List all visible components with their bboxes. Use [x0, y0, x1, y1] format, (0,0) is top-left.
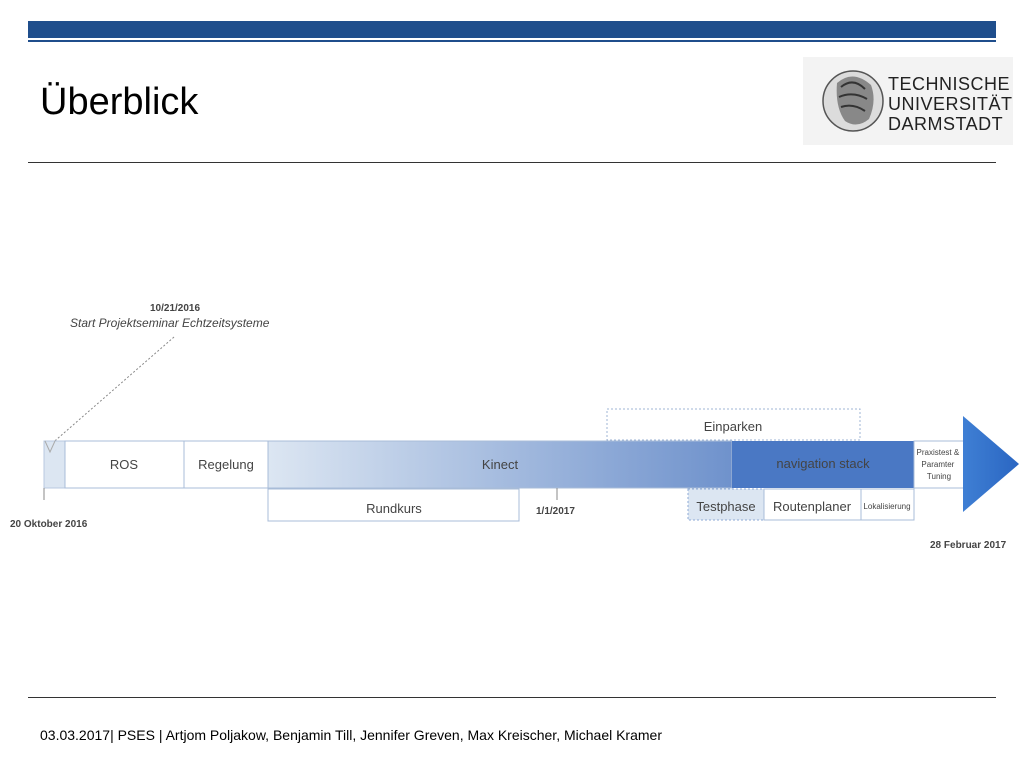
header-divider — [28, 162, 996, 163]
athena-head-icon — [822, 70, 884, 132]
university-logo-text: TECHNISCHE UNIVERSITÄT DARMSTADT — [888, 74, 1013, 134]
praxistest-line-1: Praxistest & — [917, 448, 960, 457]
phase-lokalisierung-label: Lokalisierung — [863, 502, 910, 511]
phase-praxistest — [913, 440, 965, 489]
university-logo — [803, 57, 1013, 145]
end-date-label: 28 Februar 2017 — [930, 540, 1007, 551]
phase-regelung — [183, 440, 269, 489]
phase-kinect-label: Kinect — [482, 457, 519, 472]
milestone-date: 10/21/2016 — [150, 303, 200, 314]
start-date-label: 20 Oktober 2016 — [10, 519, 88, 530]
phase-testphase-label: Testphase — [696, 499, 755, 514]
milestone-text: Start Projektseminar Echtzeitsysteme — [70, 316, 270, 330]
praxistest-line-2: Paramter — [921, 460, 954, 469]
start-marker-notch — [44, 440, 56, 454]
top-accent-line — [28, 40, 996, 42]
start-marker — [43, 440, 66, 489]
top-accent-bar — [28, 21, 996, 38]
phase-einparken-label: Einparken — [704, 419, 763, 434]
phase-navigation-stack-label: navigation stack — [776, 456, 870, 471]
logo-line-2: UNIVERSITÄT — [888, 94, 1013, 114]
praxistest-line-3: Tuning — [927, 472, 951, 481]
footer-text: 03.03.2017| PSES | Artjom Poljakow, Benj… — [40, 727, 662, 743]
midpoint-date-label: 1/1/2017 — [536, 506, 575, 517]
phase-praxistest-label: Praxistest & Paramter Tuning — [917, 448, 962, 481]
logo-line-3: DARMSTADT — [888, 114, 1004, 134]
timeline-arrow-head — [963, 416, 1019, 512]
logo-line-1: TECHNISCHE — [888, 74, 1011, 94]
phase-lokalisierung — [860, 488, 915, 521]
phase-ros-label: ROS — [110, 457, 139, 472]
phase-rundkurs — [267, 488, 520, 522]
phase-rundkurs-label: Rundkurs — [366, 501, 422, 516]
milestone-connector — [48, 336, 175, 447]
phase-einparken — [606, 408, 861, 441]
footer-divider — [28, 697, 996, 698]
slide-title: Überblick — [40, 81, 199, 123]
phase-regelung-label: Regelung — [198, 457, 254, 472]
phase-navigation-stack — [732, 441, 914, 488]
phase-routenplaner-label: Routenplaner — [773, 499, 852, 514]
phase-testphase — [687, 488, 765, 521]
phase-ros — [64, 440, 185, 489]
phase-routenplaner — [763, 488, 862, 521]
